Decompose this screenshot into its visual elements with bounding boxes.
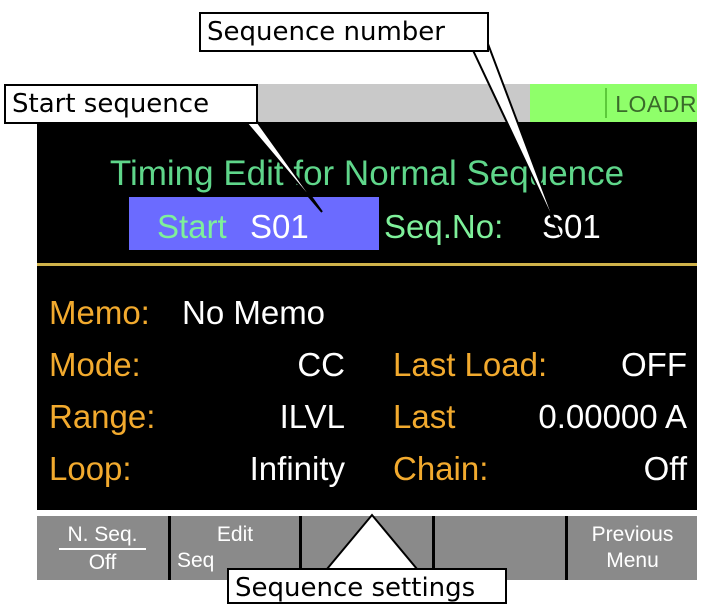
chain-value[interactable]: Off bbox=[643, 450, 687, 487]
softkey-previous-menu[interactable]: Previous Menu bbox=[568, 516, 697, 580]
last-load-value[interactable]: OFF bbox=[621, 346, 687, 383]
callout-sequence-number: Sequence number bbox=[199, 12, 489, 52]
loop-value[interactable]: Infinity bbox=[249, 450, 345, 487]
softkey-n-seq-state: Off bbox=[88, 551, 117, 574]
status-separator bbox=[605, 88, 607, 118]
chain-label: Chain: bbox=[393, 450, 489, 487]
callout-start-sequence: Start sequence bbox=[4, 84, 258, 124]
last-value[interactable]: 0.00000 A bbox=[538, 398, 687, 435]
last-label: Last bbox=[393, 398, 456, 435]
mode-label: Mode: bbox=[49, 346, 141, 383]
softkey-edit-seq-label-2: Seq bbox=[177, 549, 215, 572]
mode-value[interactable]: CC bbox=[297, 346, 345, 383]
memo-value[interactable]: No Memo bbox=[182, 294, 326, 331]
start-sequence-value[interactable]: S01 bbox=[250, 208, 309, 245]
sequence-number-label: Seq.No: bbox=[384, 208, 504, 245]
start-sequence-label: Start bbox=[157, 208, 227, 245]
softkey-previous-menu-label: Previous bbox=[591, 523, 674, 546]
loop-label: Loop: bbox=[49, 450, 132, 487]
status-bar-gray-segment bbox=[250, 84, 530, 122]
lcd-screen: Timing Edit for Normal Sequence Start S0… bbox=[37, 122, 697, 510]
softkey-n-seq-label: N. Seq. bbox=[59, 522, 146, 550]
softkey-edit-seq-label: Edit bbox=[216, 523, 254, 546]
callout-sequence-settings: Sequence settings bbox=[227, 568, 507, 604]
softkey-previous-menu-label-2: Menu bbox=[606, 549, 659, 572]
range-label: Range: bbox=[49, 398, 156, 435]
page-title: Timing Edit for Normal Sequence bbox=[109, 154, 625, 193]
softkey-n-seq[interactable]: N. Seq. Off bbox=[37, 516, 168, 580]
memo-label: Memo: bbox=[49, 294, 150, 331]
status-bar-load-indicator: LOADR bbox=[530, 84, 697, 122]
last-load-label: Last Load: bbox=[393, 346, 548, 383]
load-mode-text: LOADR bbox=[615, 91, 697, 117]
sequence-number-value[interactable]: S01 bbox=[542, 208, 601, 245]
divider bbox=[37, 263, 697, 266]
range-value[interactable]: ILVL bbox=[279, 398, 345, 435]
